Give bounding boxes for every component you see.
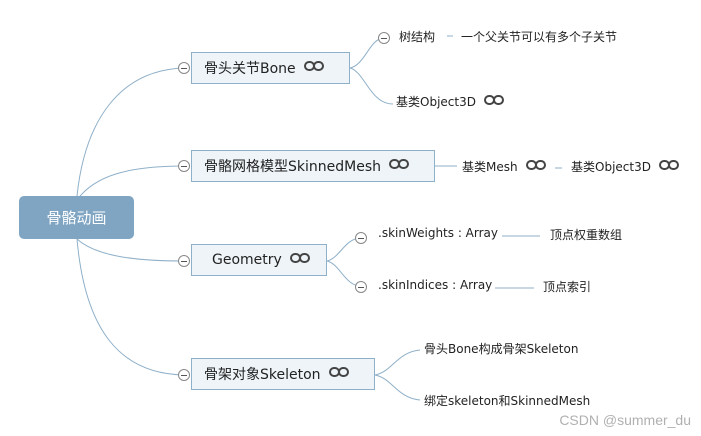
collapse-minus-icon[interactable] [355, 281, 367, 293]
leaf-skeleton-bind[interactable]: 绑定skeleton和SkinnedMesh [424, 392, 590, 409]
connector-root-bone [76, 67, 185, 197]
connector-bone-base [349, 67, 394, 105]
branch-skinned-mesh[interactable]: 骨骼网格模型SkinnedMesh [191, 150, 435, 182]
watermark: CSDN @summer_du [559, 412, 691, 428]
chain-link-icon[interactable] [328, 366, 349, 382]
connector-skeleton-bones [374, 349, 421, 376]
chain-link-icon[interactable] [525, 159, 546, 174]
connector-root-mesh [76, 165, 185, 201]
branch-bone-label: 骨头关节Bone [204, 61, 296, 77]
leaf-tree-note[interactable]: 一个父关节可以有多个子关节 [461, 28, 617, 45]
leaf-skeleton-bones[interactable]: 骨头Bone构成骨架Skeleton [424, 340, 578, 357]
leaf-mesh-base-base-label: 基类Object3D [571, 160, 651, 174]
leaf-tree-label: 树结构 [399, 30, 436, 44]
leaf-skin-weights-note[interactable]: 顶点权重数组 [550, 226, 622, 243]
branch-geometry[interactable]: Geometry [191, 244, 327, 276]
leaf-skin-indices-note[interactable]: 顶点索引 [543, 278, 591, 295]
leaf-skeleton-bind-label: 绑定skeleton和SkinnedMesh [424, 394, 591, 408]
branch-geometry-label: Geometry [212, 252, 282, 268]
chain-link-icon[interactable] [483, 94, 504, 109]
chain-link-icon[interactable] [303, 60, 324, 76]
branch-skeleton[interactable]: 骨架对象Skeleton [191, 358, 375, 390]
leaf-mesh-base-label: 基类Mesh [462, 160, 518, 174]
connector-root-skeleton [76, 238, 185, 376]
leaf-tree-note-label: 一个父关节可以有多个子关节 [461, 30, 618, 44]
chain-link-icon[interactable] [389, 158, 409, 174]
leaf-skin-weights-note-label: 顶点权重数组 [550, 228, 623, 242]
leaf-skin-weights[interactable]: .skinWeights : Array [378, 226, 498, 240]
leaf-skeleton-bones-label: 骨头Bone构成骨架Skeleton [424, 342, 579, 356]
leaf-skin-indices-label: .skinIndices : Array [378, 278, 493, 292]
branch-bone[interactable]: 骨头关节Bone [191, 52, 350, 84]
chain-link-icon[interactable] [658, 159, 679, 174]
leaf-skin-indices-note-label: 顶点索引 [543, 280, 592, 294]
collapse-minus-icon[interactable] [178, 369, 190, 381]
connector-bone-tree [349, 37, 385, 69]
leaf-skin-weights-label: .skinWeights : Array [378, 226, 499, 240]
leaf-skin-indices[interactable]: .skinIndices : Array [378, 278, 492, 292]
root-node[interactable]: 骨骼动画 [19, 196, 134, 239]
leaf-mesh-base[interactable]: 基类Mesh [462, 158, 546, 175]
collapse-minus-icon[interactable] [178, 160, 190, 172]
leaf-tree[interactable]: 树结构 [399, 28, 435, 45]
leaf-mesh-base-base[interactable]: 基类Object3D [571, 158, 679, 175]
leaf-bone-base[interactable]: 基类Object3D [396, 93, 504, 110]
branch-skinned-mesh-label: 骨骼网格模型SkinnedMesh [204, 159, 381, 175]
collapse-minus-icon[interactable] [378, 32, 390, 44]
chain-link-icon[interactable] [289, 252, 310, 268]
connector-root-geometry [76, 238, 185, 262]
collapse-minus-icon[interactable] [355, 232, 367, 244]
collapse-minus-icon[interactable] [178, 255, 190, 267]
connector-skeleton-bind [374, 374, 421, 401]
leaf-bone-base-label: 基类Object3D [396, 95, 476, 109]
collapse-minus-icon[interactable] [178, 62, 190, 74]
branch-skeleton-label: 骨架对象Skeleton [204, 367, 321, 383]
root-label: 骨骼动画 [46, 209, 107, 227]
